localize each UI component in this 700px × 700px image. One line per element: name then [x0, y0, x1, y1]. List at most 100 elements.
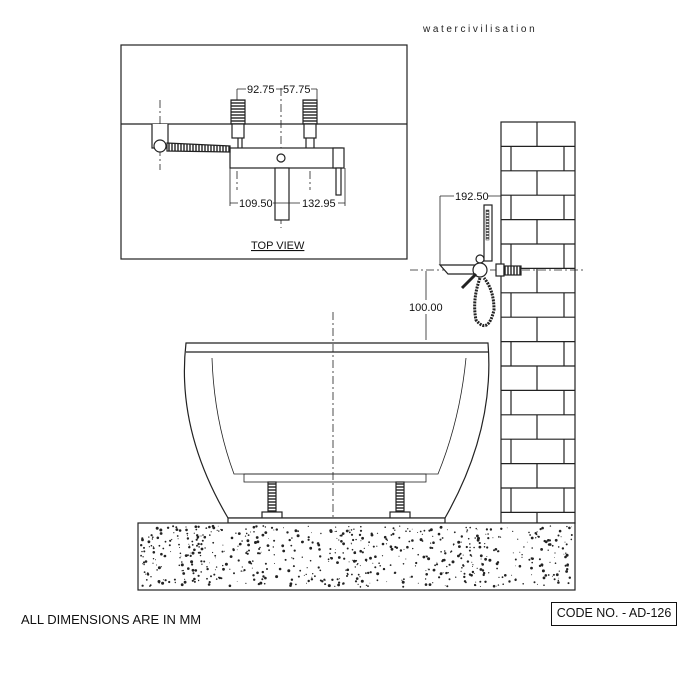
concrete-speckle	[506, 527, 508, 529]
concrete-speckle	[223, 550, 225, 552]
concrete-speckle	[262, 575, 265, 578]
concrete-speckle	[215, 566, 218, 568]
concrete-speckle	[496, 567, 498, 570]
concrete-speckle	[210, 531, 212, 533]
concrete-speckle	[303, 574, 305, 576]
concrete-speckle	[329, 552, 331, 555]
concrete-speckle	[206, 567, 209, 571]
concrete-speckle	[544, 574, 548, 577]
concrete-speckle	[209, 534, 211, 536]
concrete-speckle	[485, 528, 488, 531]
concrete-speckle	[191, 544, 194, 546]
concrete-speckle	[365, 560, 367, 562]
concrete-speckle	[311, 541, 314, 544]
concrete-speckle	[319, 569, 322, 572]
concrete-speckle	[558, 577, 560, 579]
concrete-speckle	[432, 541, 435, 544]
concrete-speckle	[405, 558, 407, 560]
concrete-speckle	[566, 568, 569, 571]
concrete-speckle	[168, 580, 171, 584]
concrete-speckle	[480, 558, 482, 560]
concrete-speckle	[291, 537, 293, 539]
concrete-speckle	[320, 532, 322, 535]
concrete-speckle	[346, 572, 349, 575]
concrete-speckle	[161, 581, 165, 585]
concrete-speckle	[192, 572, 195, 575]
concrete-speckle	[469, 554, 472, 556]
concrete-speckle	[443, 550, 446, 552]
concrete-speckle	[336, 561, 339, 564]
concrete-speckle	[382, 567, 386, 571]
concrete-speckle	[172, 525, 175, 528]
concrete-speckle	[275, 528, 278, 531]
concrete-speckle	[196, 534, 199, 537]
concrete-speckle	[395, 546, 399, 549]
concrete-speckle	[352, 538, 355, 542]
concrete-speckle	[428, 568, 430, 571]
concrete-speckle	[248, 549, 250, 552]
concrete-speckle	[419, 538, 423, 542]
concrete-speckle	[198, 551, 202, 554]
concrete-speckle	[342, 583, 344, 585]
concrete-speckle	[185, 528, 188, 532]
concrete-speckle	[324, 583, 327, 586]
concrete-speckle	[191, 563, 194, 566]
concrete-speckle	[229, 568, 231, 570]
concrete-speckle	[150, 576, 152, 578]
concrete-speckle	[378, 562, 380, 564]
concrete-speckle	[360, 579, 364, 583]
concrete-speckle	[354, 552, 357, 554]
concrete-speckle	[348, 526, 350, 528]
concrete-speckle	[257, 582, 261, 586]
concrete-speckle	[253, 578, 256, 581]
concrete-speckle	[255, 536, 259, 539]
concrete-speckle	[414, 565, 417, 567]
concrete-speckle	[206, 577, 208, 580]
concrete-speckle	[314, 575, 316, 578]
concrete-speckle	[197, 574, 200, 577]
concrete-speckle	[214, 569, 216, 571]
concrete-speckle	[566, 525, 568, 528]
concrete-speckle	[363, 547, 365, 550]
concrete-speckle	[484, 543, 486, 545]
concrete-speckle	[483, 546, 486, 548]
concrete-speckle	[336, 578, 339, 581]
concrete-speckle	[185, 526, 187, 528]
concrete-speckle	[446, 529, 448, 531]
concrete-speckle	[160, 552, 163, 556]
dim-right-upper: 57.75	[283, 84, 311, 96]
concrete-speckle	[351, 548, 354, 551]
concrete-speckle	[374, 566, 377, 569]
concrete-speckle	[450, 551, 452, 553]
concrete-speckle	[203, 535, 207, 539]
concrete-speckle	[323, 578, 326, 581]
concrete-speckle	[156, 536, 160, 540]
concrete-speckle	[311, 532, 312, 534]
concrete-speckle	[407, 528, 409, 530]
top-view-panel	[120, 44, 408, 260]
concrete-speckle	[206, 566, 208, 568]
concrete-speckle	[186, 532, 189, 535]
concrete-speckle	[466, 560, 470, 563]
concrete-speckle	[275, 575, 279, 579]
concrete-speckle	[425, 555, 428, 558]
concrete-speckle	[439, 526, 442, 529]
concrete-speckle	[204, 547, 206, 549]
concrete-speckle	[529, 534, 531, 536]
concrete-speckle	[517, 538, 519, 540]
concrete-speckle	[389, 545, 393, 548]
concrete-speckle	[430, 542, 432, 544]
concrete-speckle	[283, 527, 284, 529]
mixer-side-view	[410, 195, 585, 340]
concrete-speckle	[261, 533, 265, 537]
concrete-speckle	[152, 547, 155, 550]
concrete-speckle	[496, 585, 497, 587]
concrete-speckle	[184, 578, 186, 580]
concrete-speckle	[140, 554, 143, 557]
concrete-speckle	[152, 551, 156, 554]
concrete-speckle	[179, 552, 182, 555]
concrete-speckle	[307, 538, 310, 541]
concrete-speckle	[476, 567, 478, 569]
concrete-speckle	[462, 554, 464, 556]
concrete-speckle	[497, 550, 499, 553]
